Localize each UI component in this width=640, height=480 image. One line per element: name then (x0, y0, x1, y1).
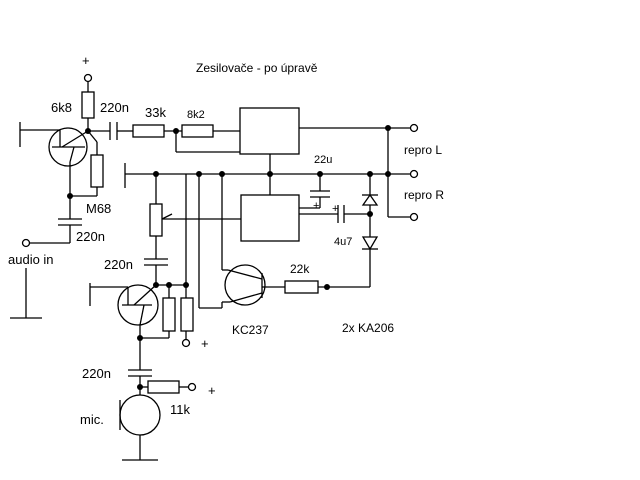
resistor-8k2 (181, 124, 214, 138)
microphone-icon (119, 394, 161, 436)
repro-r-label: repro R (404, 188, 444, 202)
capacitor-220n-mic (128, 369, 152, 377)
potentiometer (149, 174, 241, 237)
capacitor-4u7 (337, 205, 345, 223)
capacitor-220n-mic-label: 220n (82, 366, 111, 381)
supply-terminal-mic (187, 382, 197, 392)
capacitor-220n-top (109, 122, 118, 140)
capacitor-220n-input (58, 218, 82, 226)
supply-terminal-mid (181, 338, 191, 348)
diode-ka206-lower (361, 236, 379, 287)
resistor-m68 (90, 154, 104, 188)
resistor-8k2-label: 8k2 (187, 109, 205, 121)
resistor-lower-left (162, 297, 176, 332)
audio-in-label: audio in (8, 252, 54, 267)
transistor-kc237-label: KC237 (232, 323, 269, 337)
amplifier-block-upper (239, 107, 300, 155)
schematic-title: Zesilovače - po úpravě (196, 61, 318, 75)
repro-l-label: repro L (404, 143, 442, 157)
resistor-33k (132, 124, 165, 138)
capacitor-220n-top-label: 220n (100, 100, 129, 115)
resistor-22k (284, 280, 319, 294)
resistor-11k-label: 11k (170, 402, 190, 417)
resistor-22k-label: 22k (290, 262, 310, 276)
repro-l-terminal (409, 123, 419, 133)
transistor-lower (89, 283, 159, 338)
capacitor-4u7-label: 4u7 (334, 236, 352, 248)
supply-terminal-top (83, 73, 93, 83)
audio-in-terminal (21, 238, 31, 248)
resistor-m68-label: M68 (86, 201, 111, 216)
transistor-kc237 (222, 264, 267, 306)
amplifier-block-lower (240, 194, 300, 242)
resistor-33k-label: 33k (145, 105, 166, 120)
capacitor-22u-plus: + (313, 200, 319, 212)
resistor-11k (147, 380, 180, 394)
capacitor-220n-mid-label: 220n (104, 257, 133, 272)
diode-label: 2x KA206 (342, 321, 394, 335)
plus-label-mic: + (208, 383, 216, 398)
resistor-6k8 (81, 91, 95, 119)
capacitor-220n-input-label: 220n (76, 229, 105, 244)
upper-transistor-stage: + 6k8 220n 33k (8, 53, 240, 319)
capacitor-22u (310, 190, 330, 198)
plus-label-mid: + (201, 336, 209, 351)
resistor-6k8-label: 6k8 (51, 100, 72, 115)
repro-r-terminal (409, 169, 419, 179)
microphone-label: mic. (80, 412, 104, 427)
capacitor-4u7-plus: + (332, 203, 338, 215)
capacitor-220n-mid (144, 258, 168, 266)
transistor-upper (19, 122, 89, 196)
capacitor-22u-label: 22u (314, 154, 332, 166)
repro-r-return-terminal (409, 212, 419, 222)
diode-ka206-upper (361, 174, 379, 237)
resistor-lower-right (180, 297, 194, 332)
plus-label-top: + (82, 53, 90, 68)
